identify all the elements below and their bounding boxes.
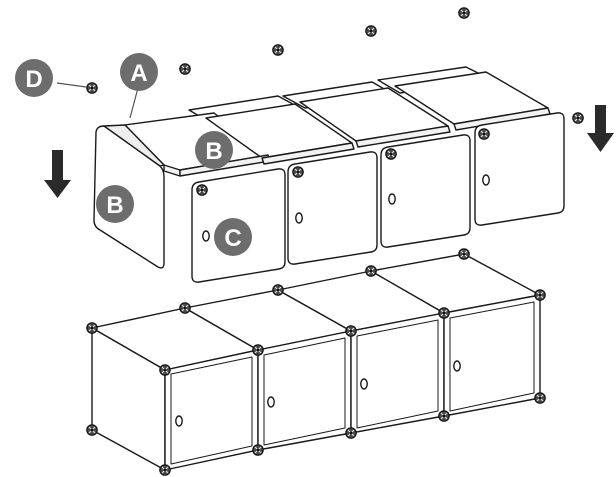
connector-icon (86, 82, 98, 94)
door-hole (267, 396, 275, 408)
bottom-row-assembled (91, 253, 541, 471)
down-arrow-icon (587, 105, 614, 152)
connector-icon (179, 302, 191, 314)
callout-a: A (120, 53, 158, 91)
connector-icon (438, 307, 450, 319)
door-hole (388, 193, 396, 205)
connector-icon (179, 63, 191, 75)
callout-b-top: B (195, 131, 233, 169)
connector-icon (365, 25, 377, 37)
top-row-assembly (93, 66, 565, 283)
connector-icon (458, 7, 470, 19)
connector-icon (272, 284, 284, 296)
door-panel (474, 112, 565, 226)
door-hole (453, 360, 461, 372)
callout-c: C (214, 218, 252, 256)
connector-icon (478, 128, 490, 140)
connector-icon (86, 424, 98, 436)
connector-icon (159, 464, 171, 476)
connector-icon (345, 325, 357, 337)
connector-icon (458, 248, 470, 260)
connector-icon (534, 392, 546, 404)
connector-icon (385, 148, 397, 160)
connector-icon (272, 44, 284, 56)
callout-d: D (15, 59, 53, 97)
callout-label: B (106, 192, 123, 219)
door-hole (482, 174, 490, 186)
callout-label: D (25, 66, 42, 93)
cube-front (257, 330, 352, 451)
connector-icon (365, 265, 377, 277)
connector-icon (438, 410, 450, 422)
connector-icon (252, 444, 264, 456)
connector-icon (196, 184, 208, 196)
door-hole (202, 230, 210, 242)
door-hole (295, 212, 303, 224)
connector-icon (86, 322, 98, 334)
callout-label: A (130, 60, 147, 87)
down-arrow-icon (44, 150, 71, 198)
callout-label: B (205, 138, 222, 165)
connector-icon (534, 289, 546, 301)
door-hole (175, 415, 183, 427)
callout-leaders (56, 82, 140, 119)
cube-front (164, 349, 259, 471)
connector-icon (292, 166, 304, 178)
connector-icon (252, 344, 264, 356)
door-panel (287, 151, 378, 265)
door-hole (360, 378, 368, 390)
cube-front (443, 294, 541, 417)
callout-b-side: B (96, 185, 134, 223)
door-panel (380, 134, 471, 248)
connector-icon (159, 364, 171, 376)
connector-icon (345, 427, 357, 439)
connector-icon (572, 112, 584, 124)
cube-front (350, 312, 445, 434)
callout-label: C (224, 225, 241, 252)
